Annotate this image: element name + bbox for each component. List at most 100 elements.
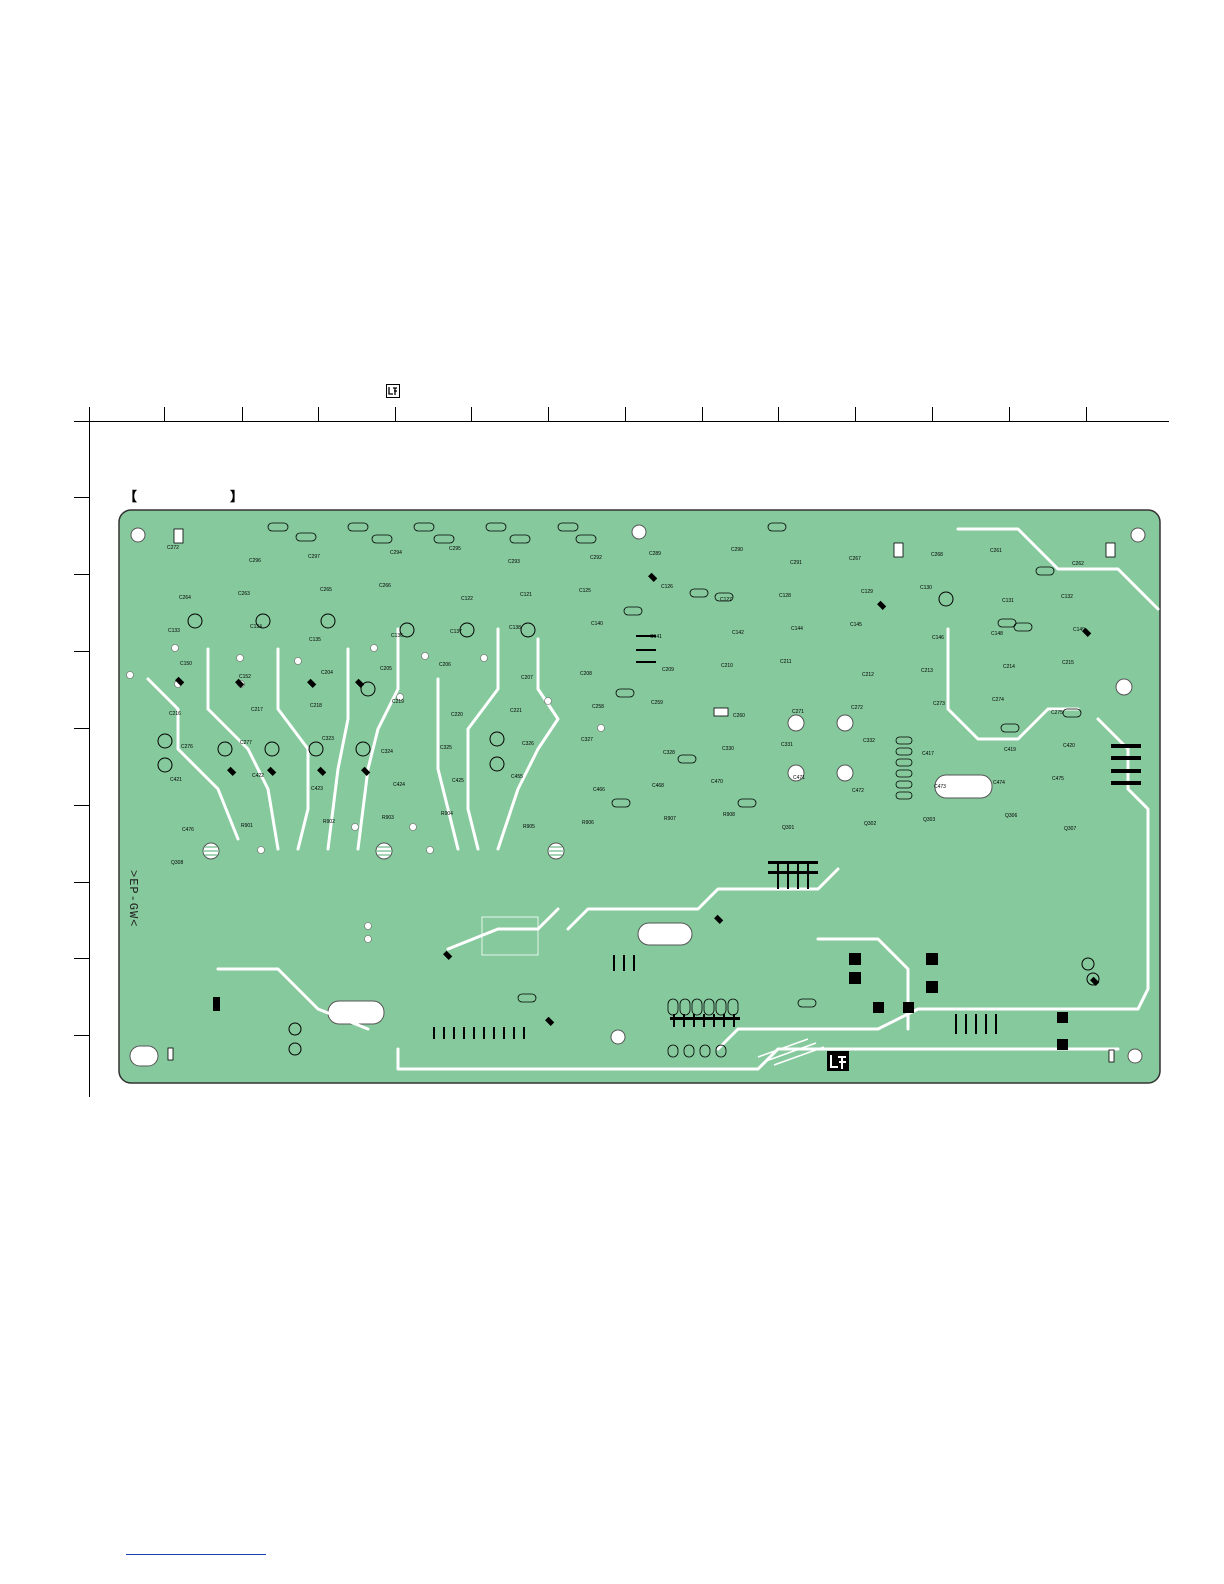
ruler-tick-y: [74, 805, 89, 806]
component-label: C144: [791, 626, 803, 632]
component-label: C138: [509, 625, 521, 631]
component-label: C273: [933, 701, 945, 707]
component-label: C455: [511, 774, 523, 780]
component-label: R905: [523, 824, 535, 830]
component-label: C136: [391, 633, 403, 639]
ruler-tick-x: [932, 407, 933, 421]
component-label: C291: [790, 560, 802, 566]
lf-logo-icon: [827, 1051, 849, 1071]
component-label: C274: [992, 697, 1004, 703]
lf-logo-icon: [386, 384, 400, 398]
ruler-tick-y: [74, 882, 89, 883]
ruler-tick-x: [471, 407, 472, 421]
component-label: C290: [731, 547, 743, 553]
component-label: C468: [652, 783, 664, 789]
component-label: C470: [711, 779, 723, 785]
component-label: C292: [590, 555, 602, 561]
component-label: C208: [580, 671, 592, 677]
component-label: C328: [663, 750, 675, 756]
component-label: R903: [382, 815, 394, 821]
component-label: C271: [792, 709, 804, 715]
component-label: C209: [662, 667, 674, 673]
component-label: C150: [180, 661, 192, 667]
component-label: C206: [439, 662, 451, 668]
component-label: C207: [521, 675, 533, 681]
ruler-tick-x: [89, 407, 90, 421]
component-label: C152: [239, 674, 251, 680]
component-label: Q308: [171, 860, 183, 866]
component-label: C267: [849, 556, 861, 562]
component-label: C293: [508, 559, 520, 565]
component-label: C425: [452, 778, 464, 784]
ruler-tick-x: [548, 407, 549, 421]
component-label: C129: [861, 589, 873, 595]
ruler-tick-y: [74, 497, 89, 498]
component-label: C475: [1052, 776, 1064, 782]
ruler-tick-x: [1086, 407, 1087, 421]
component-label: C326: [522, 741, 534, 747]
component-label: C327: [581, 737, 593, 743]
ruler-tick-y: [74, 651, 89, 652]
component-label: C142: [732, 630, 744, 636]
component-label: R907: [664, 816, 676, 822]
component-label: C472: [852, 788, 864, 794]
ruler-tick-y: [74, 574, 89, 575]
component-label: C266: [379, 583, 391, 589]
component-label: C264: [179, 595, 191, 601]
component-label: C122: [461, 596, 473, 602]
component-label: R901: [241, 823, 253, 829]
component-label: C289: [649, 551, 661, 557]
component-label: C125: [579, 588, 591, 594]
component-label: R908: [723, 812, 735, 818]
component-label: C131: [1002, 598, 1014, 604]
component-label: C424: [393, 782, 405, 788]
ruler-tick-x: [625, 407, 626, 421]
frame-top-rule: [74, 421, 1169, 422]
component-label: C272: [851, 705, 863, 711]
component-label: C126: [661, 584, 673, 590]
component-label: Q301: [782, 825, 794, 831]
component-label: C133: [168, 628, 180, 634]
component-label: C324: [381, 749, 393, 755]
component-label: C275: [1051, 710, 1063, 716]
component-label: C135: [309, 637, 321, 643]
component-label: C137: [450, 629, 462, 635]
component-label: C140: [591, 621, 603, 627]
pcb-board-graphic: C272C296C297C294C295C293C292C289C290C291…: [118, 509, 1161, 1084]
component-label: C211: [780, 659, 792, 665]
component-label: C210: [721, 663, 733, 669]
component-label: C325: [440, 745, 452, 751]
title-bracket-open: 【: [124, 489, 138, 504]
ruler-tick-x: [242, 407, 243, 421]
component-label: C476: [182, 827, 194, 833]
component-label: C330: [722, 746, 734, 752]
component-label: C262: [1072, 561, 1084, 567]
component-label: C130: [920, 585, 932, 591]
component-label: C212: [862, 672, 874, 678]
ruler-tick-x: [318, 407, 319, 421]
component-label: C213: [921, 668, 933, 674]
board-side-label: >EP-GW<: [126, 870, 140, 928]
component-label: C128: [779, 593, 791, 599]
ruler-tick-x: [778, 407, 779, 421]
component-label: C466: [593, 787, 605, 793]
ruler-tick-x: [855, 407, 856, 421]
component-label: C277: [240, 740, 252, 746]
frame-left-rule: [89, 407, 90, 1097]
component-label: Q307: [1064, 826, 1076, 832]
ruler-tick-y: [74, 958, 89, 959]
component-label: Q306: [1005, 813, 1017, 819]
footer-link-underline[interactable]: [126, 1554, 266, 1555]
component-label: C221: [510, 708, 522, 714]
component-label: C216: [169, 711, 181, 717]
component-label: C297: [308, 554, 320, 560]
component-label: C419: [1004, 747, 1016, 753]
ruler-tick-y: [74, 1035, 89, 1036]
component-label: R904: [441, 811, 453, 817]
ruler-tick-x: [395, 407, 396, 421]
component-label: C215: [1062, 660, 1074, 666]
component-label: C132: [1061, 594, 1073, 600]
component-label: C258: [592, 704, 604, 710]
component-label: C276: [181, 744, 193, 750]
